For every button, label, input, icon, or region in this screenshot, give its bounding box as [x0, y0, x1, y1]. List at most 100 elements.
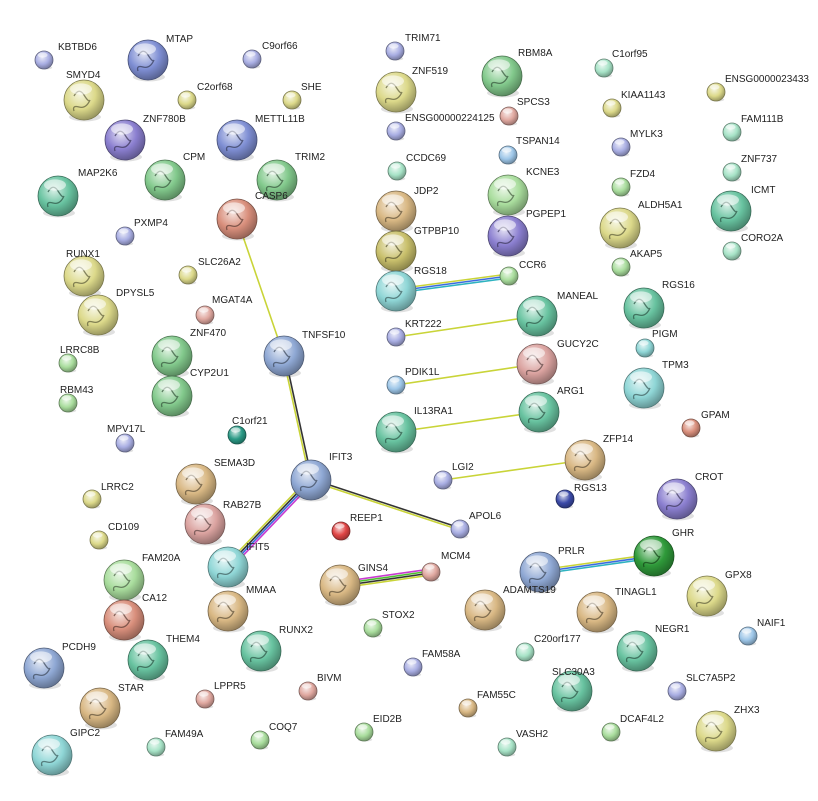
node-bivm[interactable]: BIVM: [298, 673, 341, 701]
node-dpysl5[interactable]: DPYSL5: [77, 288, 155, 337]
node-mtap[interactable]: MTAP: [127, 34, 193, 82]
node-she[interactable]: SHE: [282, 82, 322, 110]
node-trim2[interactable]: TRIM2: [256, 152, 325, 202]
node-rgs18[interactable]: RGS18: [375, 266, 447, 313]
node-il13ra1[interactable]: IL13RA1: [375, 406, 453, 454]
node-apol6[interactable]: APOL6: [450, 511, 502, 539]
node-c1orf95[interactable]: C1orf95: [594, 49, 648, 78]
node-star[interactable]: STAR: [79, 683, 144, 730]
node-cpm[interactable]: CPM: [144, 152, 205, 202]
node-prlr[interactable]: PRLR: [519, 546, 585, 594]
node-mpv17l[interactable]: MPV17L: [107, 424, 146, 453]
node-zfp14[interactable]: ZFP14: [564, 434, 633, 482]
node-slc7a5p2[interactable]: SLC7A5P2: [667, 673, 736, 701]
node-spcs3[interactable]: SPCS3: [499, 97, 550, 126]
node-pgpep1[interactable]: PGPEP1: [487, 209, 566, 258]
node-slc26a2[interactable]: SLC26A2: [178, 257, 241, 285]
node-dcaf4l2[interactable]: DCAF4L2: [601, 714, 664, 742]
node-pdik1l[interactable]: PDIK1L: [386, 367, 440, 395]
node-ccdc69[interactable]: CCDC69: [387, 153, 446, 181]
node-trim71[interactable]: TRIM71: [385, 33, 441, 61]
node-lrrc8b[interactable]: LRRC8B: [58, 345, 100, 373]
node-runx1[interactable]: RUNX1: [63, 249, 105, 298]
node-fam49a[interactable]: FAM49A: [146, 729, 204, 757]
node-lrrc2[interactable]: LRRC2: [82, 482, 134, 509]
node-stox2[interactable]: STOX2: [363, 610, 415, 638]
node-vash2[interactable]: VASH2: [497, 729, 548, 757]
node-mmaa[interactable]: MMAA: [207, 585, 276, 633]
node-zhx3[interactable]: ZHX3: [695, 705, 760, 753]
node-c9orf66[interactable]: C9orf66: [242, 41, 298, 69]
node-naif1[interactable]: NAIF1: [738, 618, 786, 646]
node-rgs13[interactable]: RGS13: [555, 483, 607, 509]
node-pcdh9[interactable]: PCDH9: [23, 642, 96, 690]
node-ifit3[interactable]: IFIT3: [290, 452, 353, 502]
node-gpx8[interactable]: GPX8: [686, 570, 752, 618]
node-smyd4[interactable]: SMYD4: [63, 70, 105, 122]
node-ensg00000224125[interactable]: ENSG00000224125: [386, 113, 495, 141]
node-crot[interactable]: CROT: [656, 472, 723, 521]
node-pxmp4[interactable]: PXMP4: [115, 218, 168, 246]
node-tspan14[interactable]: TSPAN14: [498, 136, 560, 165]
node-rab27b[interactable]: RAB27B: [184, 500, 262, 546]
node-akap5[interactable]: AKAP5: [611, 249, 663, 277]
node-fam20a[interactable]: FAM20A: [103, 553, 181, 602]
node-tpm3[interactable]: TPM3: [623, 360, 689, 410]
node-fam58a[interactable]: FAM58A: [403, 649, 461, 677]
node-znf519[interactable]: ZNF519: [375, 66, 449, 114]
node-casp6[interactable]: CASP6: [216, 191, 288, 241]
node-znf470[interactable]: ZNF470: [151, 328, 227, 378]
node-c20orf177[interactable]: C20orf177: [515, 634, 581, 662]
node-coq7[interactable]: COQ7: [250, 722, 298, 750]
node-fam55c[interactable]: FAM55C: [458, 690, 516, 718]
node-rbm8a[interactable]: RBM8A: [481, 48, 553, 98]
node-aldh5a1[interactable]: ALDH5A1: [599, 200, 683, 250]
node-krt222[interactable]: KRT222: [386, 319, 442, 347]
node-lgi2[interactable]: LGI2: [433, 462, 474, 490]
node-mylk3[interactable]: MYLK3: [611, 129, 663, 157]
node-arg1[interactable]: ARG1: [518, 386, 585, 434]
node-lppr5[interactable]: LPPR5: [195, 681, 246, 709]
node-adamts19[interactable]: ADAMTS19: [464, 585, 556, 632]
node-c1orf21[interactable]: C1orf21: [227, 416, 268, 445]
node-tnfsf10[interactable]: TNFSF10: [263, 330, 346, 378]
node-cyp2u1[interactable]: CYP2U1: [151, 368, 229, 418]
node-znf780b[interactable]: ZNF780B: [104, 114, 186, 162]
node-ccr6[interactable]: CCR6: [499, 260, 547, 286]
node-ifit5[interactable]: IFIT5: [207, 542, 270, 589]
node-pigm[interactable]: PIGM: [635, 329, 678, 358]
node-maneal[interactable]: MANEAL: [516, 291, 599, 338]
node-them4[interactable]: THEM4: [127, 634, 200, 682]
node-tinagl1[interactable]: TINAGL1: [576, 587, 657, 634]
node-rbm43[interactable]: RBM43: [58, 385, 94, 413]
node-cd109[interactable]: CD109: [89, 522, 140, 550]
node-gins4[interactable]: GINS4: [319, 563, 388, 607]
node-fzd4[interactable]: FZD4: [611, 169, 655, 197]
node-icmt[interactable]: ICMT: [710, 185, 775, 233]
node-rgs16[interactable]: RGS16: [623, 280, 695, 330]
node-gtpbp10[interactable]: GTPBP10: [375, 226, 459, 273]
node-kbtbd6[interactable]: KBTBD6: [34, 42, 97, 70]
node-slc30a3[interactable]: SLC30A3: [551, 667, 595, 713]
node-c2orf68[interactable]: C2orf68: [177, 82, 233, 110]
node-fam111b[interactable]: FAM111B: [722, 114, 784, 142]
node-reep1[interactable]: REEP1: [331, 513, 383, 541]
node-ghr[interactable]: GHR: [633, 528, 694, 578]
node-ca12[interactable]: CA12: [103, 593, 167, 642]
node-negr1[interactable]: NEGR1: [616, 624, 690, 673]
node-coro2a[interactable]: CORO2A: [722, 233, 784, 261]
node-mettl11b[interactable]: METTL11B: [216, 114, 305, 162]
node-ensg0000023433[interactable]: ENSG0000023433: [706, 74, 809, 102]
node-kiaa1143[interactable]: KIAA1143: [602, 90, 666, 118]
node-gpam[interactable]: GPAM: [681, 410, 730, 438]
node-znf737[interactable]: ZNF737: [722, 154, 778, 182]
node-runx2[interactable]: RUNX2: [240, 625, 313, 673]
node-gipc2[interactable]: GIPC2: [31, 728, 100, 777]
node-kcne3[interactable]: KCNE3: [487, 167, 560, 217]
node-map2k6[interactable]: MAP2K6: [37, 168, 118, 218]
node-eid2b[interactable]: EID2B: [354, 714, 402, 742]
node-mgat4a[interactable]: MGAT4A: [195, 295, 253, 325]
node-sema3d[interactable]: SEMA3D: [175, 458, 255, 506]
node-mcm4[interactable]: MCM4: [421, 551, 471, 582]
node-gucy2c[interactable]: GUCY2C: [516, 339, 599, 386]
